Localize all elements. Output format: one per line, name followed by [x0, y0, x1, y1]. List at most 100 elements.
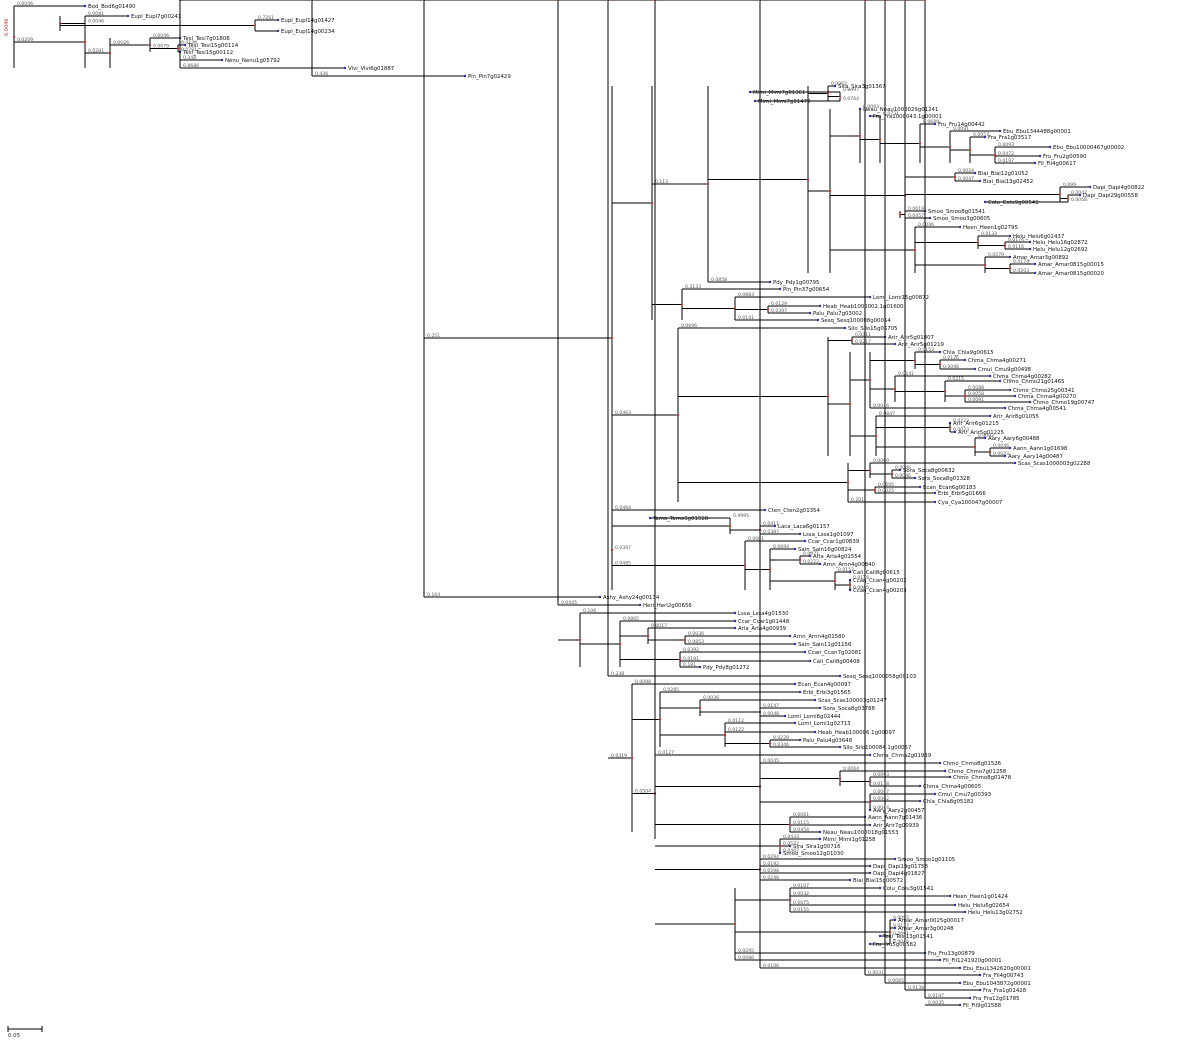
tip-label-128: Fra_Fra12g01785 — [973, 996, 1020, 1002]
branch-length-67: 0.0411 — [763, 521, 779, 527]
tip-label-129: Fil_Fil9g01588 — [963, 1003, 1002, 1009]
branch-length-117: 0.0155 — [793, 907, 809, 913]
branch-length-21: 0.0024 — [958, 168, 974, 174]
branch-length-73: 0.0152 — [838, 567, 854, 573]
branch-length-38: 0.0129 — [771, 301, 787, 307]
branch-length-110: 0.0294 — [763, 854, 779, 860]
node-marker-93 — [923, 0, 927, 2]
tip-marker-89 — [813, 698, 817, 702]
branch-length-80: 0.0017 — [651, 623, 667, 629]
branch-length-47: 0.0241 — [898, 371, 914, 377]
tip-label-121: Fru_Fru5g00582 — [873, 942, 916, 948]
tip-label-57: Aann_Aann1g01698 — [1013, 446, 1068, 452]
branch-length-126: 0.0065 — [888, 978, 904, 984]
branch-length-52: 0.0046 — [873, 403, 889, 409]
tip-label-78: Lssa_Lssa4g01530 — [738, 611, 789, 617]
tip-marker-43 — [893, 342, 897, 346]
tip-marker-35 — [768, 280, 772, 284]
branch-length-14: 0.0731 — [883, 111, 899, 117]
tip-label-65: Cten_Cten2g01354 — [768, 508, 820, 514]
tip-label-74: Ccan_Ccan4g00202 — [853, 578, 907, 584]
node-marker-68 — [683, 638, 687, 642]
tip-label-13: Neau_Neau1000029g01241 — [863, 107, 938, 113]
tip-marker-3 — [276, 29, 280, 33]
branch-length-53: 0.0847 — [879, 411, 895, 417]
tip-label-22: Biai_Biai13g02452 — [983, 179, 1033, 185]
branch-length-41: 0.0696 — [681, 323, 697, 329]
node-marker-73 — [698, 706, 702, 710]
branch-length-18: 0.0093 — [998, 142, 1014, 148]
node-marker-23 — [993, 153, 997, 157]
branch-length-91: 0.0048 — [763, 711, 779, 717]
tip-label-25: Colu_Colu9g00541 — [988, 200, 1039, 206]
tip-marker-12 — [753, 99, 757, 103]
node-marker-16 — [838, 95, 842, 98]
tip-label-112: Dapi_Dapi4g01827 — [873, 871, 924, 877]
node-marker-71 — [630, 756, 634, 760]
tip-label-73: Cali_Cali8g00615 — [853, 570, 900, 576]
tip-marker-83 — [803, 650, 807, 654]
tip-label-47: Chma_Chma4g00282 — [993, 374, 1051, 380]
tip-label-66: Tamo_Tamo6g01928 — [652, 516, 709, 522]
tip-marker-0 — [83, 4, 87, 8]
tip-marker-99 — [948, 775, 952, 779]
tip-label-30: Helu_Helu16g02872 — [1033, 240, 1088, 246]
node-label-n_tesi2: 0.0079 — [153, 43, 169, 49]
tip-label-117: Helu_Helu13g02752 — [968, 910, 1023, 916]
tip-marker-59 — [1013, 461, 1017, 465]
tip-marker-31 — [1028, 247, 1032, 251]
branch-length-39: 0.0397 — [771, 308, 787, 314]
branch-length-104: 0.0061 — [793, 812, 809, 818]
node-marker-19 — [878, 138, 882, 141]
branch-length-51: 0.0091 — [968, 397, 984, 403]
tip-marker-128 — [968, 996, 972, 1000]
tip-marker-101 — [933, 792, 937, 796]
tip-label-59: Scas_Scas1000003g02288 — [1018, 461, 1091, 467]
tip-marker-20 — [1033, 161, 1037, 165]
node-label-n_low2: 0.0274 — [427, 0, 443, 2]
tip-marker-39 — [808, 311, 812, 315]
tip-label-49: Chmo_Chmo25g00341 — [1013, 388, 1075, 394]
tip-marker-115 — [948, 894, 952, 898]
tree-branches — [12, 0, 1092, 1007]
tip-label-2: Eupl_Eupl14g01427 — [281, 18, 335, 24]
tip-label-120: Tesi_Tesi13g01541 — [882, 934, 933, 940]
node-marker-56 — [728, 524, 732, 528]
branch-length-79: 0.0865 — [623, 616, 639, 622]
tip-marker-18 — [1048, 145, 1052, 149]
tip-marker-127 — [978, 988, 982, 992]
branch-length-1: 0.0081 — [88, 11, 104, 17]
tip-marker-64 — [933, 500, 937, 504]
root-label: 0.0046 — [4, 19, 10, 37]
tip-marker-121 — [868, 942, 872, 946]
tip-label-4: Tesi_Tesi7g01808 — [182, 36, 230, 42]
branch-length-2: 0.7261 — [258, 15, 274, 21]
branch-length-9: 0.436 — [315, 71, 328, 77]
node-marker-17 — [828, 189, 832, 193]
tip-marker-68 — [798, 532, 802, 536]
node-marker-46 — [963, 394, 967, 398]
tip-marker-40 — [816, 318, 820, 322]
tip-label-43: Arir_Arir5g01219 — [898, 342, 945, 348]
tip-label-113: Biai_Biai15g00572 — [853, 878, 903, 884]
tip-label-98: Chmo_Chmo7g01258 — [948, 769, 1007, 775]
node-label-n_low4: 0.0319 — [611, 753, 627, 759]
branch-length-19: 0.0472 — [998, 151, 1014, 157]
branch-length-22: 0.0047 — [958, 176, 974, 182]
tip-label-127: Fra_Fra1g01428 — [983, 988, 1027, 994]
tip-label-81: Arnn_Arnn4g01580 — [793, 634, 846, 640]
tip-label-76: Ashy_Ashy24g00134 — [603, 595, 660, 601]
branch-length-60: 0.0046 — [895, 465, 911, 471]
node-marker-58 — [743, 564, 747, 567]
branch-length-125: 0.0031 — [868, 970, 884, 976]
branch-length-89: 0.0036 — [703, 695, 719, 701]
tip-label-100: Chma_Chma4g00605 — [923, 784, 981, 790]
branch-length-88: 0.0285 — [663, 687, 679, 693]
node-marker-54 — [873, 488, 877, 492]
branch-length-99: 0.0093 — [873, 772, 889, 778]
tip-label-20: Fil_Fil4g00617 — [1038, 161, 1076, 167]
tree-labels: Bod_Bod6g014900.0046Eupl_Eupl7g002410.00… — [17, 0, 1144, 1009]
node-marker-38 — [826, 395, 830, 398]
tip-marker-80 — [733, 626, 737, 630]
node-marker-86 — [733, 922, 737, 926]
